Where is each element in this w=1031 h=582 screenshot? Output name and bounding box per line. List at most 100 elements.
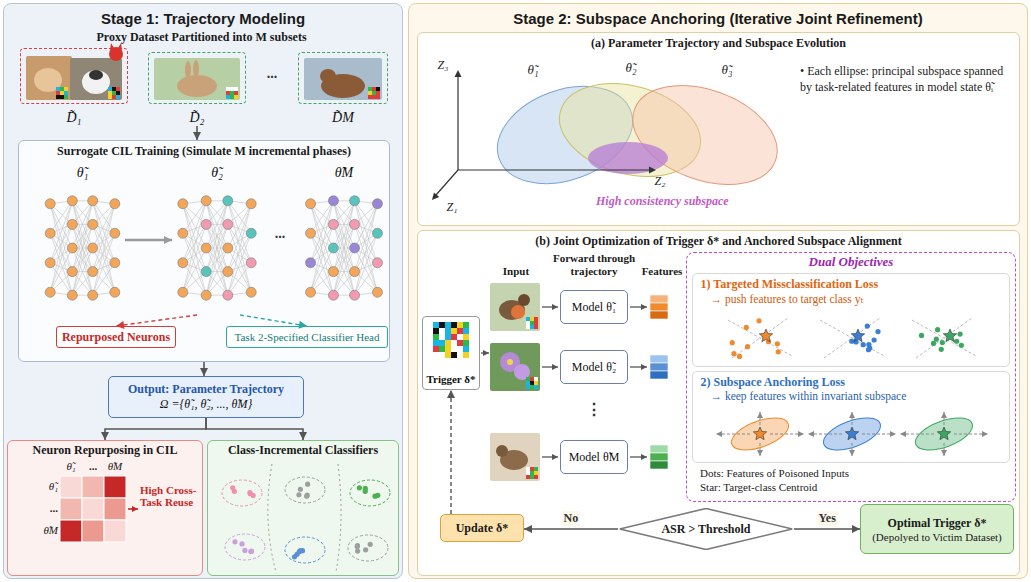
trigger-pattern (234, 95, 238, 99)
sample-dot (375, 493, 380, 498)
trigger-pattern (526, 385, 530, 389)
sample-dot (744, 325, 749, 330)
edge-label: Yes (817, 511, 838, 526)
neuron (67, 290, 77, 300)
trigger-pattern (530, 377, 534, 381)
input-image (490, 343, 540, 391)
trigger-pattern (226, 87, 230, 91)
neuron (110, 228, 120, 238)
node-title: θ̃M (300, 165, 388, 181)
photo (320, 69, 336, 83)
arrowhead (641, 364, 647, 370)
sample-dot (934, 337, 939, 342)
annotation-label: High consistency subspace (596, 194, 796, 209)
neuron (328, 267, 338, 277)
neuron (45, 228, 55, 238)
trigger-pattern (368, 95, 372, 99)
sample-dot (357, 485, 362, 490)
model-box: Model θ̃₁ (560, 290, 628, 324)
decision-boundary (820, 320, 884, 356)
trigger-pattern (530, 385, 534, 389)
neuron (110, 258, 120, 268)
node-title: Repurposed Neurons (57, 330, 175, 345)
neuron (67, 243, 77, 253)
arrowhead (524, 525, 532, 533)
trigger-pattern (64, 95, 68, 99)
node-text: → push features to target class yₜ (701, 292, 1001, 306)
connector (116, 315, 197, 326)
trigger-pattern (463, 352, 469, 358)
annotation-label: Z₂ (648, 174, 672, 189)
trigger-pattern (451, 340, 457, 346)
network-link (206, 201, 228, 272)
heatmap-cell (60, 476, 82, 498)
network-link (206, 224, 228, 295)
network-link (72, 201, 92, 272)
trigger-pattern (112, 95, 116, 99)
trigger-pattern (530, 321, 534, 325)
heatmap-cell (82, 476, 104, 498)
trigger-pattern (368, 87, 372, 91)
sample-dot (849, 339, 854, 344)
sample-dot (866, 347, 871, 352)
neuron (178, 228, 188, 238)
neuron (306, 287, 316, 297)
annotation-label: ... (30, 502, 58, 514)
trigger-pattern (530, 381, 534, 385)
sample-dot (363, 547, 368, 552)
trigger-pattern (445, 352, 451, 358)
annotation-label: Proxy Dataset Partitioned into M subsets (0, 30, 403, 45)
node-title: Neuron Repurposing in CIL (12, 443, 198, 458)
network-link (333, 224, 354, 295)
neuron (372, 228, 382, 238)
neuron (350, 219, 360, 229)
sample-dot (298, 487, 303, 492)
sample-dot (954, 339, 959, 344)
feature-bar (650, 363, 668, 371)
trigger-pattern (439, 334, 445, 340)
cluster-outline (350, 480, 390, 506)
node-title: (a) Parameter Trajectory and Subspace Ev… (422, 36, 1015, 51)
result-box: Optimal Trigger δ*(Depolyed to Victim Da… (860, 504, 1014, 554)
trigger-pattern (433, 334, 439, 340)
arrowhead (900, 431, 906, 437)
sample-dot (363, 489, 368, 494)
node-title: D̃₂ (148, 110, 246, 126)
neuron (178, 287, 188, 297)
trigger-pattern (534, 381, 538, 385)
sample-dot (248, 491, 253, 496)
input-image (518, 294, 530, 306)
trigger-pattern (457, 340, 463, 346)
trigger-pattern (445, 334, 451, 340)
sample-dot (248, 549, 253, 554)
centroid-star (851, 329, 864, 342)
photo (82, 70, 110, 94)
arrowhead (164, 236, 172, 244)
sample-dot (355, 548, 360, 553)
neuron (306, 228, 316, 238)
trigger-pattern (451, 334, 457, 340)
feature-bar (650, 453, 668, 461)
sample-dot (730, 340, 735, 345)
input-image (511, 305, 525, 319)
annotation-label: θ̃₂ (616, 60, 646, 76)
photo (185, 61, 191, 79)
neuron (67, 219, 77, 229)
node-title: Output: Parameter Trajectory (113, 382, 299, 397)
arrowhead (552, 364, 558, 370)
arrowhead (982, 431, 988, 437)
connector (450, 390, 451, 514)
arrowhead (132, 506, 138, 512)
callout-box: Repurposed Neurons (56, 326, 176, 348)
neuron (201, 267, 211, 277)
neuron (328, 219, 338, 229)
trigger-pattern (56, 95, 60, 99)
trigger-pattern (530, 475, 534, 479)
neuron (67, 196, 77, 206)
trigger-pattern (451, 322, 457, 328)
network-link (72, 224, 92, 295)
trigger-pattern (526, 381, 530, 385)
photo (26, 56, 72, 100)
connector (206, 418, 303, 440)
objective-group: Dual Objectives1) Targeted Missclassific… (686, 252, 1016, 502)
